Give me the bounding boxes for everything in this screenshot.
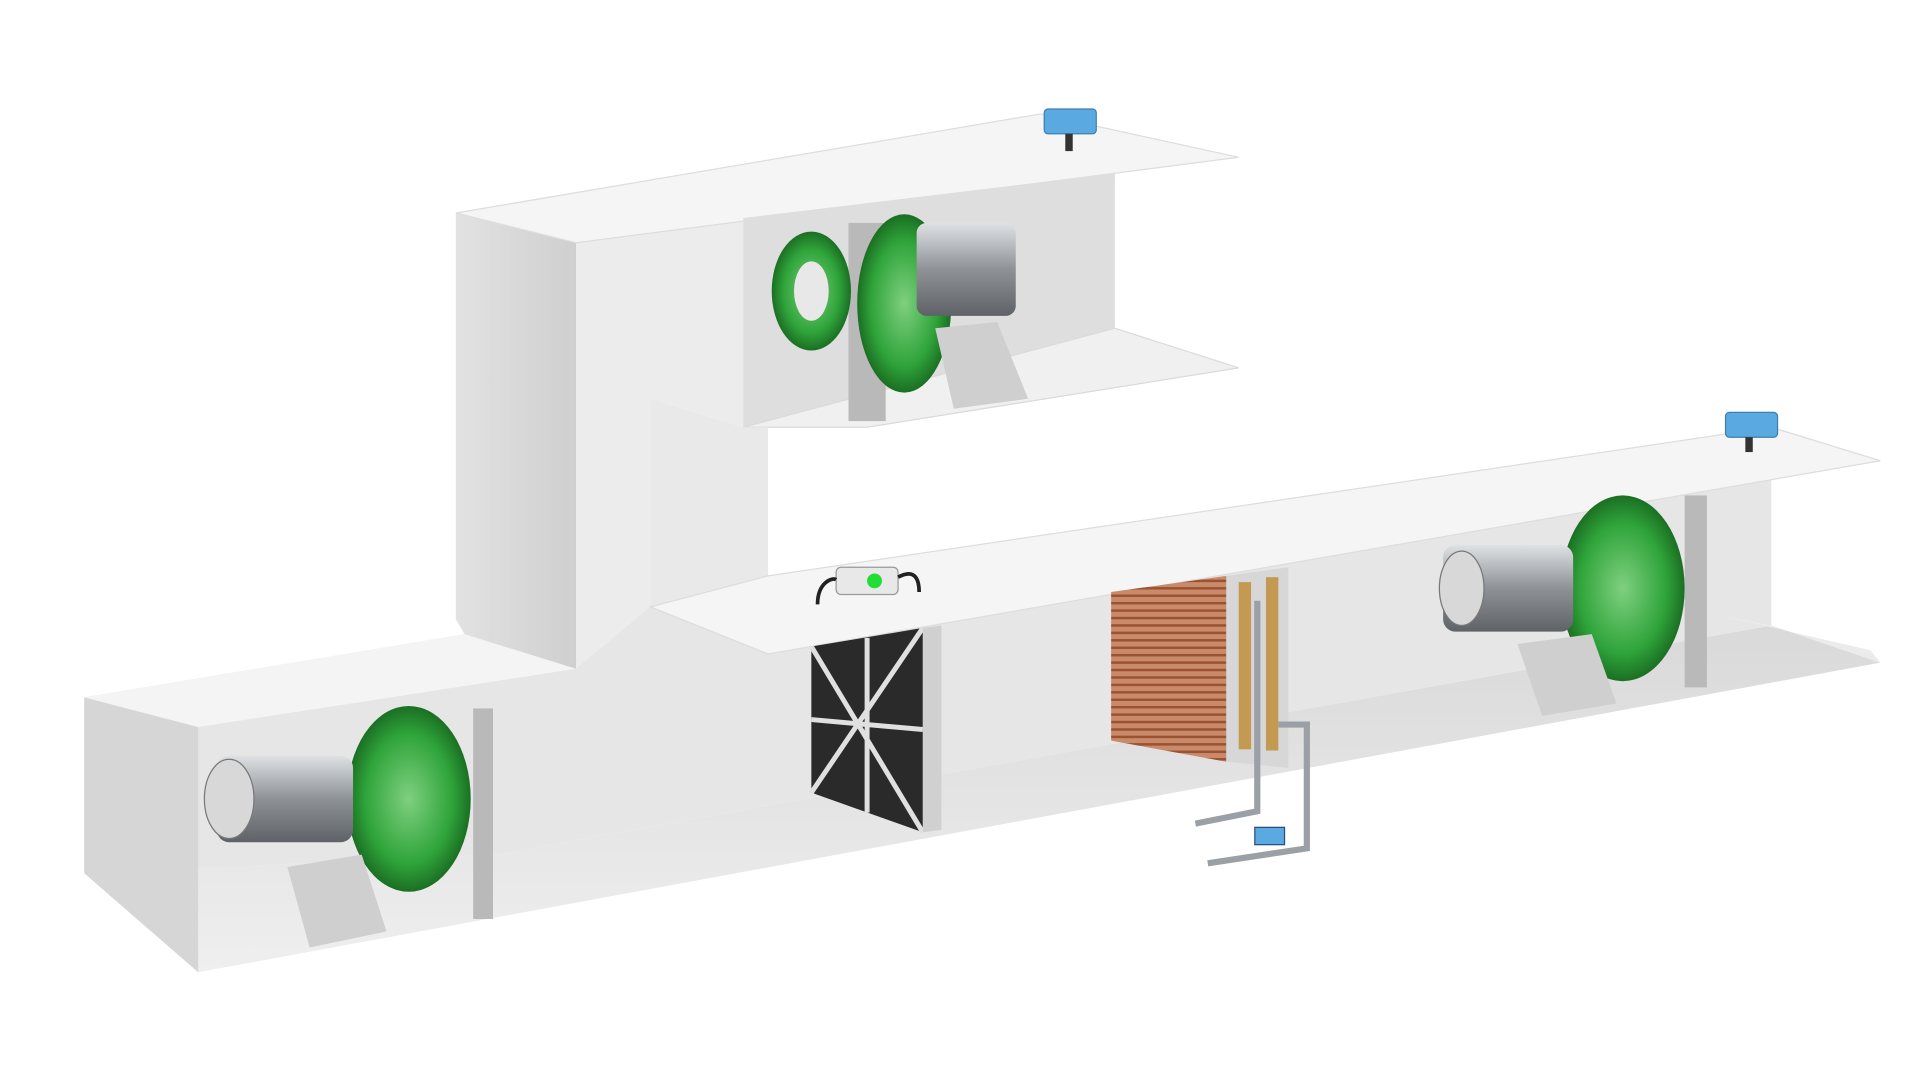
left-duct-top-panel: [84, 634, 576, 728]
left-fan-assembly: [203, 705, 494, 948]
filter-section: [809, 625, 942, 834]
motor-base: [1517, 634, 1617, 716]
control-valve-icon: [1254, 826, 1286, 846]
motor-base: [287, 854, 387, 948]
pressure-switch-icon: [815, 566, 921, 605]
inlet-hub: [794, 261, 829, 321]
pipework: [1194, 600, 1310, 867]
upper-duct-connector: [650, 398, 768, 607]
motor-base: [935, 322, 1029, 409]
upper-fan-assembly: [771, 214, 1029, 422]
lower-duct-floor: [84, 625, 1881, 973]
left-end-wall: [84, 697, 199, 973]
heating-coil: [1111, 567, 1289, 768]
upper-sensor-icon: [1043, 108, 1097, 152]
motor-icon: [916, 222, 1016, 316]
right-fan-assembly: [1438, 495, 1707, 716]
motor-icon: [216, 755, 354, 843]
lower-duct-top-panel: [648, 426, 1881, 655]
right-sensor-icon: [1724, 411, 1779, 453]
riser-front-face: [455, 213, 576, 669]
upper-duct-top-panel: [455, 113, 1239, 244]
riser-side-face: [576, 217, 744, 669]
fan-impeller-icon: [346, 705, 471, 892]
